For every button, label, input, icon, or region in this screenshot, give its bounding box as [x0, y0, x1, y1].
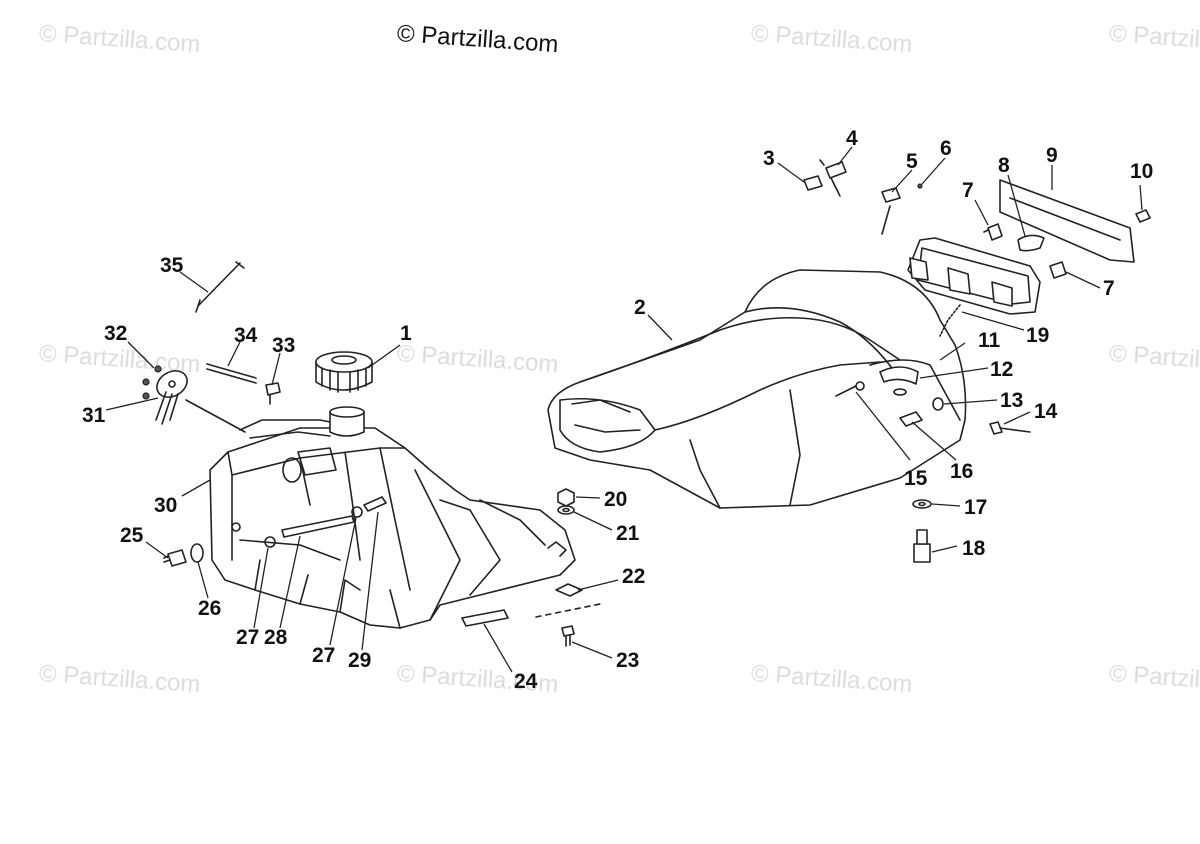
callout-label: 22: [622, 565, 645, 588]
callout-label: 18: [962, 537, 986, 560]
callout-label: 32: [104, 322, 127, 345]
callout-label: 12: [990, 358, 1013, 381]
bolt: [561, 625, 575, 647]
callout-label: 35: [160, 254, 184, 277]
washer: [557, 505, 575, 515]
callout-label: 19: [1026, 324, 1049, 347]
callout-label: 29: [348, 649, 371, 672]
grommet: [932, 397, 944, 411]
fuel-cap: [315, 351, 373, 437]
fuel-tank: [209, 419, 576, 629]
vent-fitting: [265, 382, 281, 405]
callout-label: 8: [998, 154, 1010, 177]
callout-label: 20: [604, 488, 627, 511]
clip: [819, 159, 847, 179]
screw: [1135, 209, 1151, 223]
seat: [547, 269, 967, 509]
callout-label: 23: [616, 649, 639, 672]
callout-label: 1: [400, 322, 412, 345]
callout-label: 5: [906, 150, 918, 173]
callout-label: 34: [234, 324, 258, 347]
callout-label: 4: [846, 127, 858, 150]
callout-label: 21: [616, 522, 640, 545]
callout-label: 7: [962, 179, 974, 202]
callout-label: 13: [1000, 389, 1023, 412]
bracket: [535, 583, 601, 618]
callout-label: 30: [154, 494, 177, 517]
callout-label: 25: [120, 524, 144, 547]
callout-label: 15: [904, 467, 928, 490]
pad: [461, 609, 509, 627]
fuel-sender: [142, 365, 246, 433]
callout-label: 16: [950, 460, 973, 483]
vent-rod: [206, 363, 257, 384]
hex-nut: [557, 488, 575, 507]
callout-label: 33: [272, 334, 295, 357]
callout-label: 27: [236, 626, 259, 649]
gauge-rod: [195, 261, 245, 313]
callout-label: 10: [1130, 160, 1153, 183]
hex-bolt: [913, 529, 931, 563]
callout-label: 9: [1046, 144, 1058, 167]
callout-label: 3: [763, 147, 775, 170]
bulb: [1017, 234, 1045, 252]
callout-labels: 1 2 3 4 5 6 7 7 8 9 10 11 12 13 14 15 16…: [82, 127, 1153, 693]
bulb: [983, 223, 1003, 241]
hinge: [879, 366, 919, 385]
callout-label: 6: [940, 137, 952, 160]
callout-label: 14: [1034, 400, 1058, 423]
callout-label: 24: [514, 670, 538, 693]
pin: [989, 421, 1031, 435]
callout-label: 17: [964, 496, 987, 519]
callout-label: 31: [82, 404, 106, 427]
drain-plug: [163, 543, 204, 567]
callout-label: 7: [1103, 277, 1115, 300]
mount-bolt: [835, 381, 865, 397]
tank-strap: [264, 496, 387, 548]
washer: [912, 499, 932, 509]
callout-label: 28: [264, 626, 288, 649]
leader-lines: [105, 146, 1143, 673]
taillight-lens: [999, 179, 1135, 263]
callout-label: 27: [312, 644, 335, 667]
clip: [881, 187, 901, 235]
callout-label: 2: [634, 296, 646, 319]
wire-harness: [939, 304, 961, 337]
bulb: [1049, 261, 1067, 279]
taillight-housing: [907, 237, 1041, 315]
callout-label: 11: [978, 329, 1001, 352]
callout-label: 26: [198, 597, 221, 620]
latch: [899, 411, 923, 427]
rivet: [917, 183, 923, 189]
